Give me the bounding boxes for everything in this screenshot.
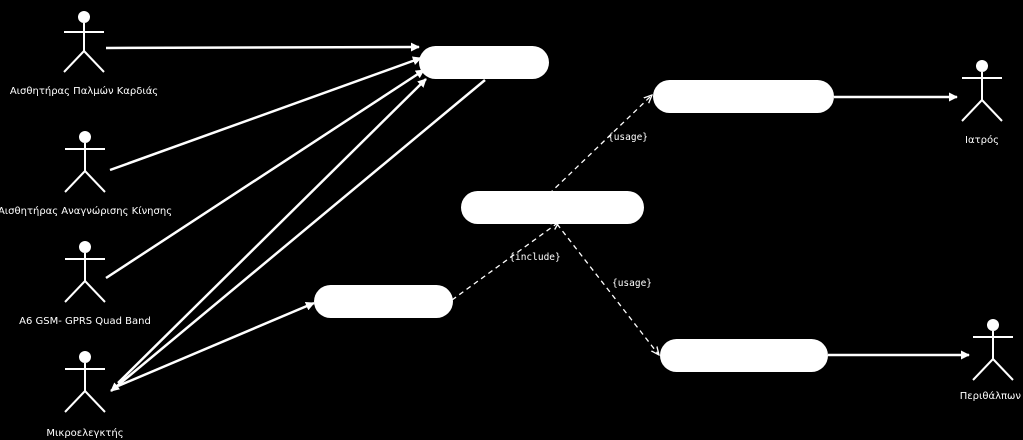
use-case-center[interactable] (461, 191, 644, 224)
use-case-caregiver[interactable] (660, 339, 828, 372)
relation-motion-sensor-to-collect (109, 56, 422, 172)
use-cases (314, 46, 834, 372)
relation-microcontroller-to-collect (117, 78, 427, 384)
actor-microcontroller-icon[interactable] (64, 351, 106, 413)
relation-heart-sensor-to-collect (105, 42, 420, 52)
actor-label-motion-sensor: Αισθητήρας Αναγνώρισης Κίνησης (0, 205, 172, 217)
usage-label-caregiver: {usage} (612, 278, 652, 289)
actor-gsm-module-icon[interactable] (64, 241, 106, 303)
relation-gsm-module-to-collect (105, 68, 425, 280)
use-case-collect[interactable] (419, 46, 549, 79)
actor-label-caregiver: Περιθάλπων (960, 390, 1022, 402)
relation-microcontroller-to-send (117, 301, 315, 388)
actor-motion-sensor-icon[interactable] (64, 131, 106, 193)
stereotype-labels: {usage} {include} {usage} (509, 132, 652, 289)
relation-collect-to-microcontroller (110, 79, 486, 392)
actor-label-microcontroller: Μικροελεγκτής (46, 427, 123, 439)
actor-label-gsm-module: A6 GSM- GPRS Quad Band (19, 316, 151, 327)
relation-center-to-caregiver-usage (556, 223, 659, 355)
include-label: {include} (509, 252, 560, 263)
actor-caregiver-icon[interactable] (972, 319, 1014, 381)
actor-labels: Αισθητήρας Παλμών Καρδιάς Αισθητήρας Ανα… (0, 85, 1021, 439)
actors (63, 11, 1014, 413)
actor-doctor-icon[interactable] (961, 60, 1003, 122)
actor-label-heart-sensor: Αισθητήρας Παλμών Καρδιάς (10, 85, 158, 97)
relation-send-to-center-include (451, 222, 559, 301)
use-case-send[interactable] (314, 285, 453, 318)
use-case-doctor[interactable] (653, 80, 834, 113)
usage-label-doctor: {usage} (608, 132, 648, 143)
relations (105, 42, 970, 392)
actor-heart-sensor-icon[interactable] (63, 11, 105, 73)
actor-label-doctor: Ιατρός (965, 134, 999, 146)
relation-center-to-doctor-usage (548, 95, 652, 195)
